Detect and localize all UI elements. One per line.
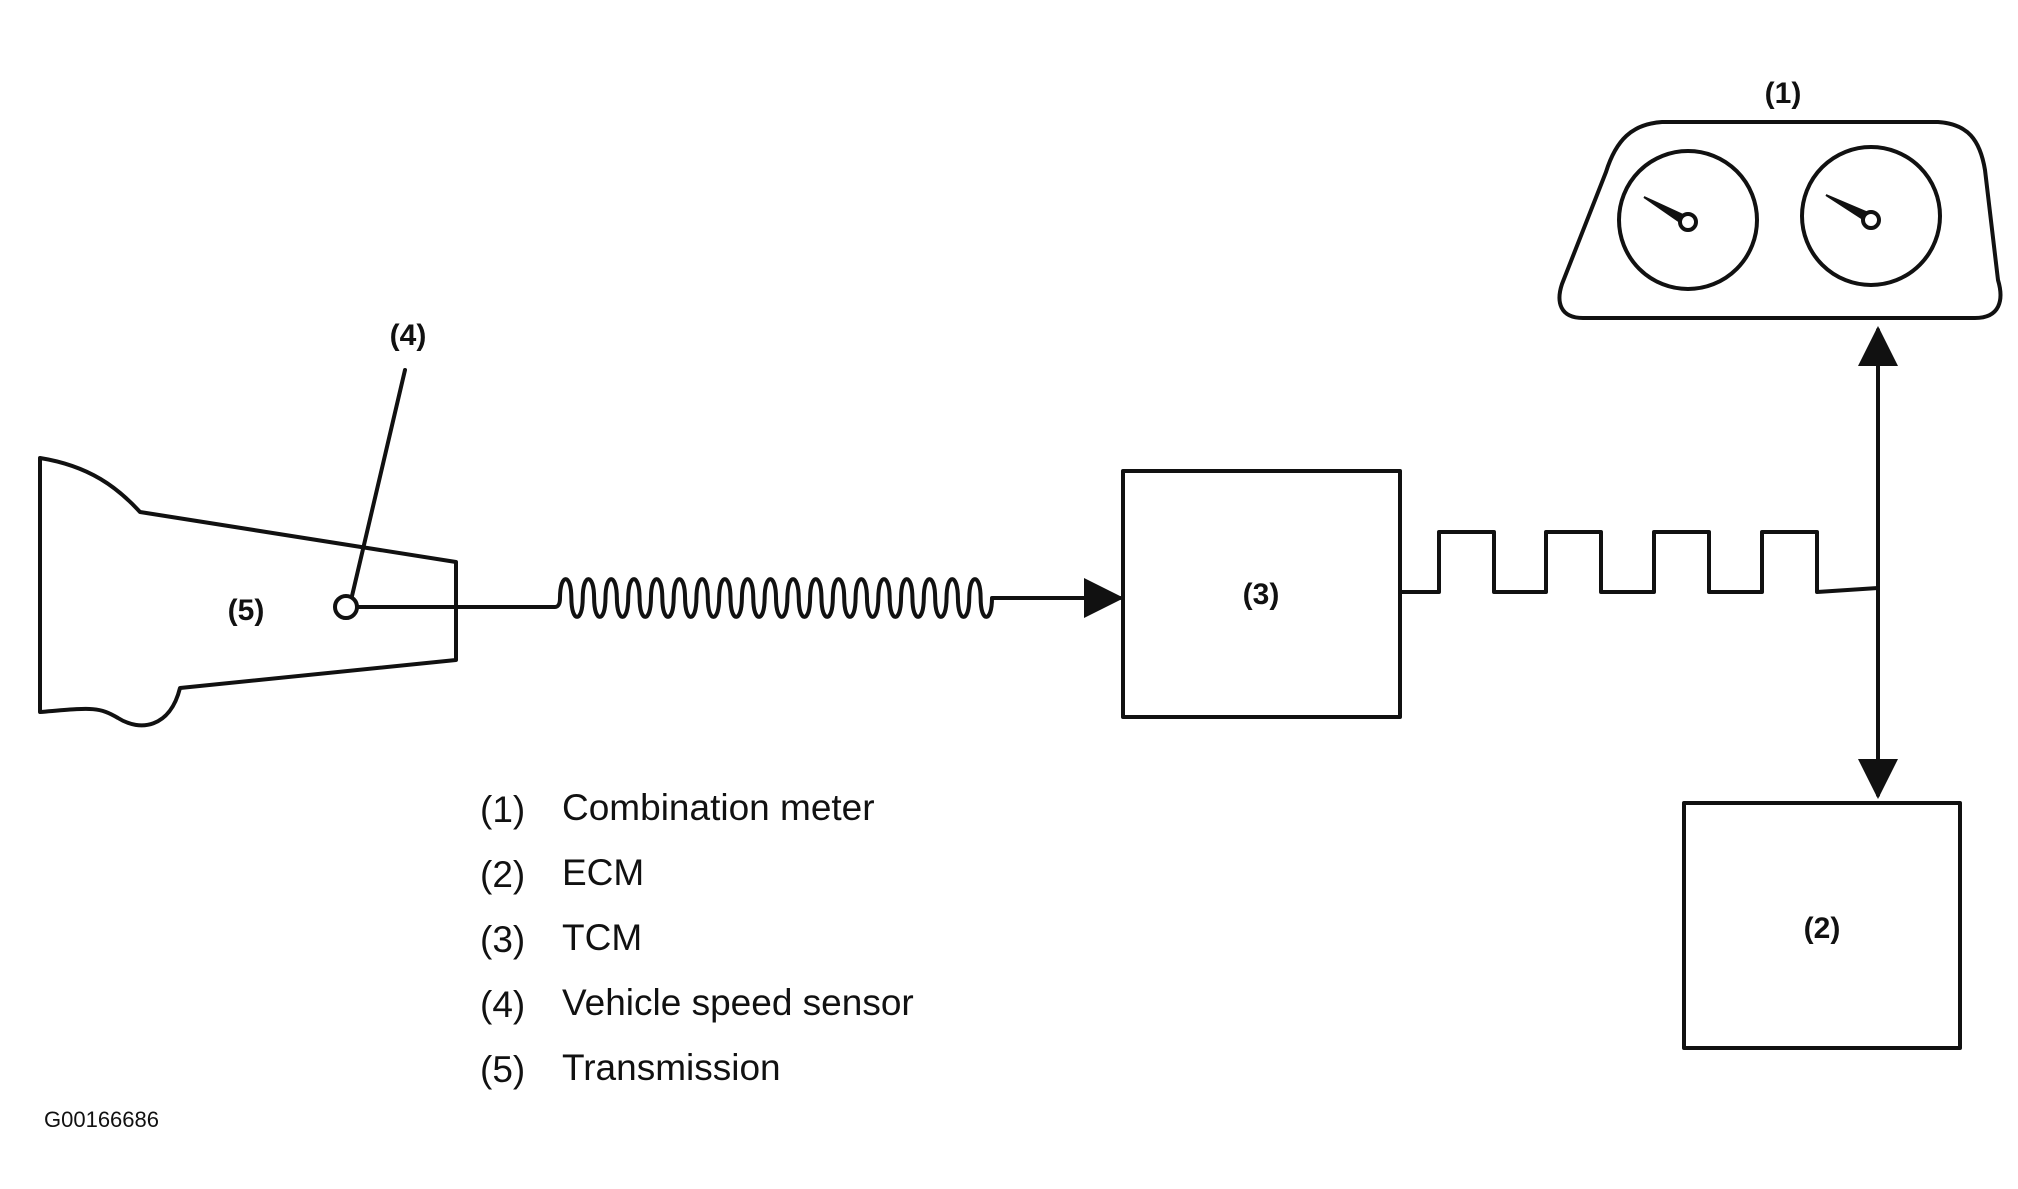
legend-item-1-number: (1) bbox=[480, 789, 525, 830]
sensor-callout: (4) bbox=[390, 319, 427, 352]
speed-sensor bbox=[333, 594, 359, 620]
legend-item-1-text: Combination meter bbox=[562, 787, 875, 828]
tcm-callout: (3) bbox=[1243, 578, 1280, 611]
left-gauge-needle bbox=[1643, 196, 1685, 224]
transmission-housing bbox=[38, 456, 458, 728]
legend: (1) Combination meter (2) ECM (3) TCM (4… bbox=[480, 787, 914, 1090]
right-gauge-needle bbox=[1825, 194, 1868, 221]
pulse-signal-wire bbox=[1398, 530, 1880, 594]
legend-item-3-number: (3) bbox=[480, 919, 525, 960]
legend-item-2-number: (2) bbox=[480, 854, 525, 895]
legend-item-4-text: Vehicle speed sensor bbox=[562, 982, 914, 1023]
legend-item-4-number: (4) bbox=[480, 984, 525, 1025]
legend-item-3-text: TCM bbox=[562, 917, 642, 958]
combination-meter-housing bbox=[1557, 120, 2003, 320]
legend-item-2-text: ECM bbox=[562, 852, 644, 893]
sensor-leader-line bbox=[350, 368, 407, 598]
right-gauge bbox=[1800, 145, 1942, 287]
left-gauge bbox=[1617, 149, 1759, 291]
legend-item-5-text: Transmission bbox=[562, 1047, 781, 1088]
figure-reference: G00166686 bbox=[44, 1107, 159, 1132]
ecm-callout: (2) bbox=[1804, 912, 1841, 945]
ecm-box bbox=[1682, 801, 1962, 1050]
transmission-callout: (5) bbox=[228, 594, 265, 627]
sine-signal-wire bbox=[355, 577, 997, 619]
meter-callout: (1) bbox=[1765, 77, 1802, 110]
legend-item-5-number: (5) bbox=[480, 1049, 525, 1090]
